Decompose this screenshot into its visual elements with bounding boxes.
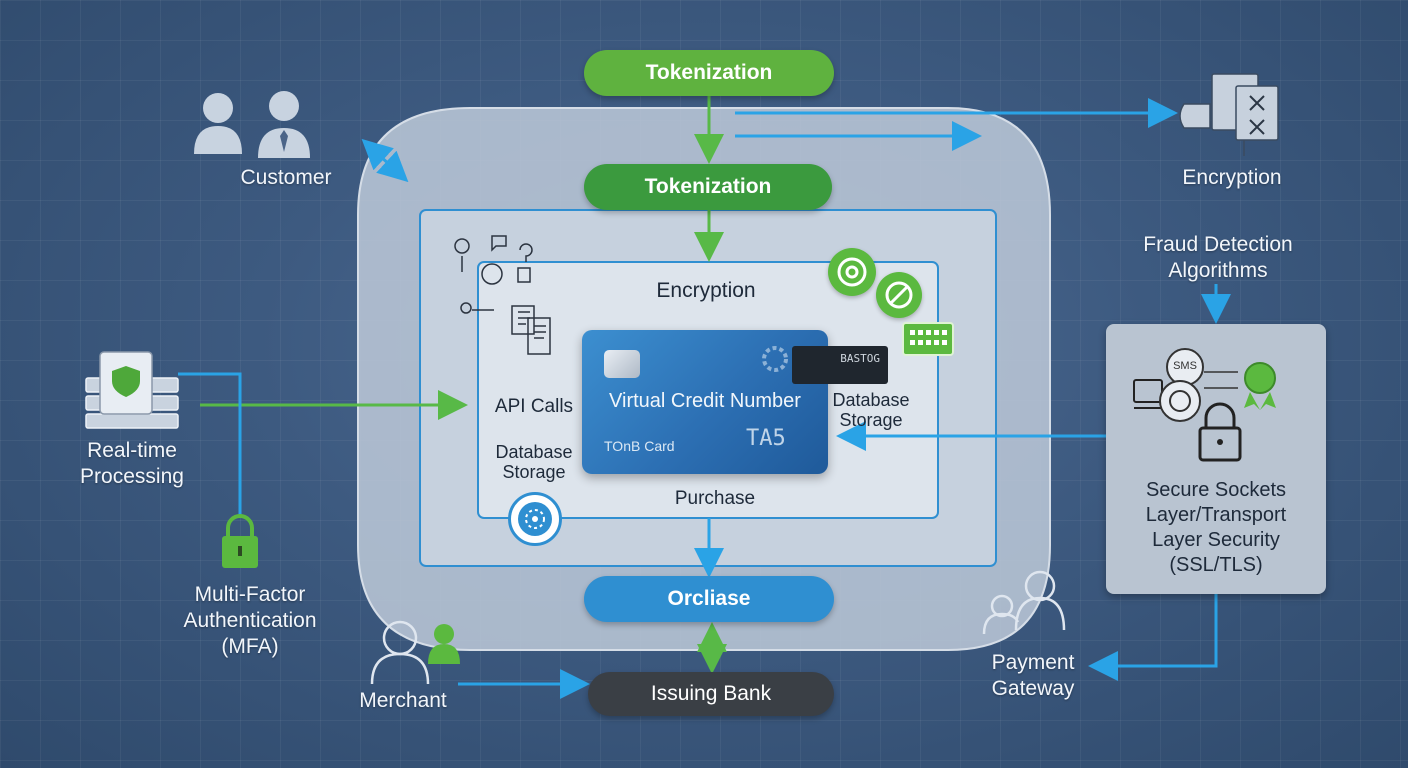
orcliase-pill: Orcliase xyxy=(584,576,834,622)
document-icon xyxy=(511,305,535,335)
keypad-icon xyxy=(902,322,954,356)
sms-label: SMS xyxy=(1173,360,1197,372)
line-processing-mfa xyxy=(178,372,242,516)
chat-icon xyxy=(454,238,470,254)
question-icon xyxy=(519,243,533,262)
customer-label: Customer xyxy=(240,166,332,189)
shield-icon xyxy=(112,366,140,397)
virtual-credit-card: Virtual Credit Number TOnB Card TA5 xyxy=(582,330,828,474)
encryption-right-label: Encryption xyxy=(1182,166,1282,189)
gateway-user-icon xyxy=(1024,570,1056,602)
ssl-tls-label: Secure Sockets Layer/Transport Layer Sec… xyxy=(1145,479,1287,576)
tokenization-mid-label: Tokenization xyxy=(644,175,772,198)
doc-sketch-icon xyxy=(517,267,531,283)
mfa-label: Multi-Factor Authentication (MFA) xyxy=(183,583,317,658)
card-gear-icon xyxy=(758,344,792,374)
padlock-icon xyxy=(1198,426,1242,462)
refresh-security-icon xyxy=(1159,380,1201,422)
issuing-bank-pill: Issuing Bank xyxy=(588,672,834,716)
real-time-processing-label: Real-time Processing xyxy=(80,439,184,488)
purchase-label: Purchase xyxy=(674,488,756,509)
database-storage-right-label: Database Storage xyxy=(832,390,910,430)
payment-gateway-label: Payment Gateway xyxy=(991,651,1075,700)
issuing-bank-label: Issuing Bank xyxy=(650,682,772,705)
card-code: TA5 xyxy=(746,426,786,451)
no-fraud-icon xyxy=(876,272,922,318)
card-tag: BASTOG xyxy=(792,346,888,384)
tokenization-top-pill: Tokenization xyxy=(584,50,834,96)
fraud-detection-label: Fraud Detection Algorithms xyxy=(1143,233,1293,282)
tokenization-top-label: Tokenization xyxy=(645,61,773,84)
encryption-center-label: Encryption xyxy=(656,279,756,302)
target-icon xyxy=(828,248,876,296)
api-calls-label: API Calls xyxy=(494,396,574,417)
database-storage-left-label: Database Storage xyxy=(495,442,573,482)
card-subtitle: TOnB Card xyxy=(604,438,675,454)
orcliase-label: Orcliase xyxy=(667,587,751,610)
verified-badge-icon xyxy=(1244,362,1276,394)
message-icon xyxy=(491,235,507,252)
customer-user-icon xyxy=(203,93,233,123)
processing-cycle-icon xyxy=(508,492,562,546)
tokenization-mid-pill: Tokenization xyxy=(584,164,832,210)
card-title: Virtual Credit Number xyxy=(609,390,801,412)
merchant-label: Merchant xyxy=(359,689,447,712)
document-stack-icon xyxy=(527,317,551,355)
customer-business-icon xyxy=(269,91,299,121)
user-sketch-icon xyxy=(481,263,503,285)
merchant-partner-icon xyxy=(434,624,454,644)
arrow-ssl-gateway xyxy=(1088,594,1218,681)
arrow-customer xyxy=(361,138,409,183)
card-tag-text: BASTOG xyxy=(840,352,880,365)
card-chip-icon xyxy=(604,350,640,378)
